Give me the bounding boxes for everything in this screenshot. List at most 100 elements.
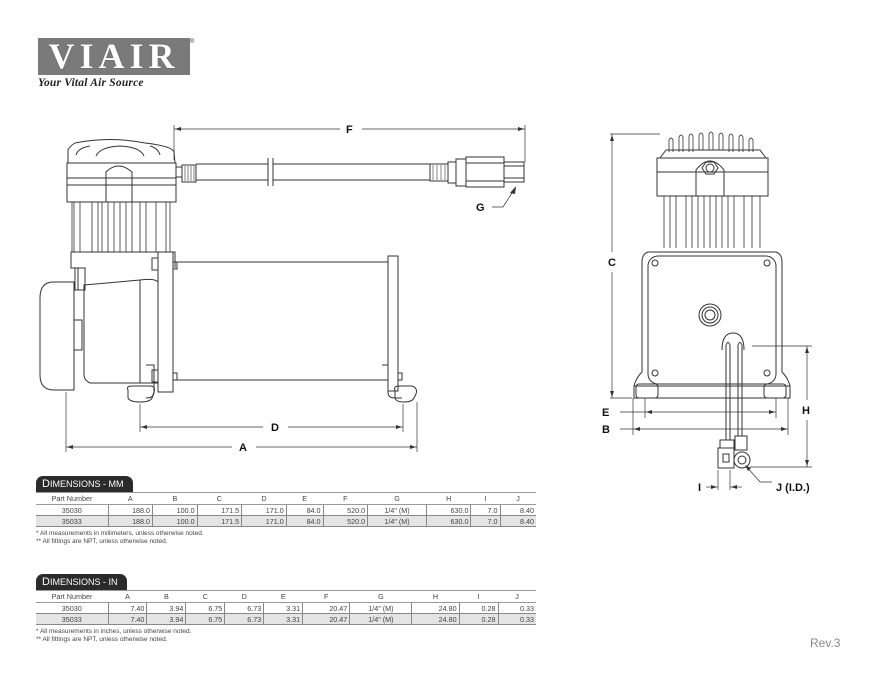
cell: 6.73 [224,602,265,614]
cell: 100.0 [152,515,198,527]
viair-logo: VIAIR ® Your Vital Air Source [38,38,194,89]
col-header: H [426,492,471,505]
dim-label-d: D [271,422,279,434]
logo-wordmark: VIAIR [48,36,180,76]
cell: 3.31 [263,602,304,614]
registered-mark: ® [190,39,195,45]
cell: 171.5 [197,504,243,516]
dim-label-i: I [698,482,701,494]
dim-label-j: J (I.D.) [776,482,810,494]
col-header: H [411,590,460,603]
cell: 8.40 [500,515,536,527]
cell: 630.0 [426,504,472,516]
col-header: J [500,492,536,505]
cell: 188.0 [108,515,154,527]
cell: 7.0 [470,515,501,527]
part-number: 35030 [36,504,109,516]
cell: 7.0 [470,504,501,516]
cell: 188.0 [108,504,154,516]
title-rest: IMENSIONS - IN [49,577,118,587]
col-header: D [241,492,287,505]
col-header: A [108,590,147,603]
table-row: 35030 188.0 100.0 171.5 171.0 84.0 520.0… [36,504,536,516]
cell: 20.47 [302,602,351,614]
cell: 171.0 [241,504,287,516]
dim-label-h: H [802,405,810,417]
cell: 8.40 [500,504,536,516]
cell: 84.0 [286,504,324,516]
cell: 171.0 [241,515,287,527]
side-view [39,125,526,452]
col-header: E [286,492,324,505]
revision-label: Rev.3 [810,636,841,650]
table-row: 35033 7.40 3.94 6.75 6.73 3.31 20.47 1/4… [36,613,536,625]
col-header: J [498,590,536,603]
cell: 1/4" (M) [349,613,413,625]
cell: 6.73 [224,613,265,625]
logo-wordmark-box: VIAIR [38,38,190,75]
col-header: Part Number [36,492,108,505]
cell: 84.0 [286,515,324,527]
cell: 1/4" (M) [349,602,413,614]
cell: 100.0 [152,504,198,516]
col-header: C [185,590,225,603]
table-title-in: DIMENSIONS - IN [36,574,128,590]
title-rest: IMENSIONS - MM [49,479,124,489]
cell: 6.75 [185,613,226,625]
cell: 0.28 [459,613,499,625]
col-header: C [197,492,242,505]
dim-label-g: G [476,202,485,214]
cell: 7.40 [108,602,148,614]
col-header: B [152,492,198,505]
cell: 3.94 [146,613,187,625]
cell: 520.0 [323,515,369,527]
cell: 0.33 [498,602,536,614]
col-header: F [323,492,368,505]
cell: 630.0 [426,515,472,527]
note: * All measurements in inches, unless oth… [36,628,192,635]
dim-label-f: F [346,124,353,136]
cell: 171.5 [197,515,243,527]
title-cap: D [42,478,50,490]
note: ** All fittings are NPT, unless otherwis… [36,538,168,545]
dim-label-e: E [602,407,609,419]
part-number: 35033 [36,613,109,625]
table-row: 35033 188.0 100.0 171.5 171.0 84.0 520.0… [36,515,536,527]
table-mm: Part Number A B C D E F G H I J 35030 18… [36,492,536,527]
table-notes: * All measurements in inches, unless oth… [36,628,536,644]
dim-label-c: C [608,257,616,269]
cell: 3.94 [146,602,187,614]
cell: 3.31 [263,613,304,625]
col-header: F [302,590,350,603]
part-number: 35030 [36,602,109,614]
cell: 520.0 [323,504,369,516]
cell: 24.80 [411,613,460,625]
cell: 20.47 [302,613,351,625]
logo-tagline: Your Vital Air Source [38,77,144,89]
col-header: Part Number [36,590,108,603]
table-in: Part Number A B C D E F G H I J 35030 7.… [36,590,536,625]
col-header: G [349,590,412,603]
col-header: I [470,492,501,505]
dimensions-table-mm: DIMENSIONS - MM Part Number A B C D E F … [36,474,536,546]
note: ** All fittings are NPT, unless otherwis… [36,636,168,643]
cell: 24.80 [411,602,460,614]
col-header: E [263,590,303,603]
col-header: B [146,590,186,603]
dim-label-b: B [602,424,610,436]
part-number: 35033 [36,515,109,527]
table-header-row: Part Number A B C D E F G H I J [36,590,536,603]
dimensions-table-in: DIMENSIONS - IN Part Number A B C D E F … [36,572,536,644]
table-notes: * All measurements in millimeters, unles… [36,530,536,546]
cell: 0.28 [459,602,499,614]
table-row: 35030 7.40 3.94 6.75 6.73 3.31 20.47 1/4… [36,602,536,614]
col-header: I [459,590,499,603]
table-title-mm: DIMENSIONS - MM [36,476,134,492]
col-header: D [224,590,264,603]
cell: 6.75 [185,602,226,614]
title-cap: D [42,576,50,588]
dim-label-a: A [239,442,247,454]
cell: 0.33 [498,613,536,625]
front-view [610,131,812,490]
